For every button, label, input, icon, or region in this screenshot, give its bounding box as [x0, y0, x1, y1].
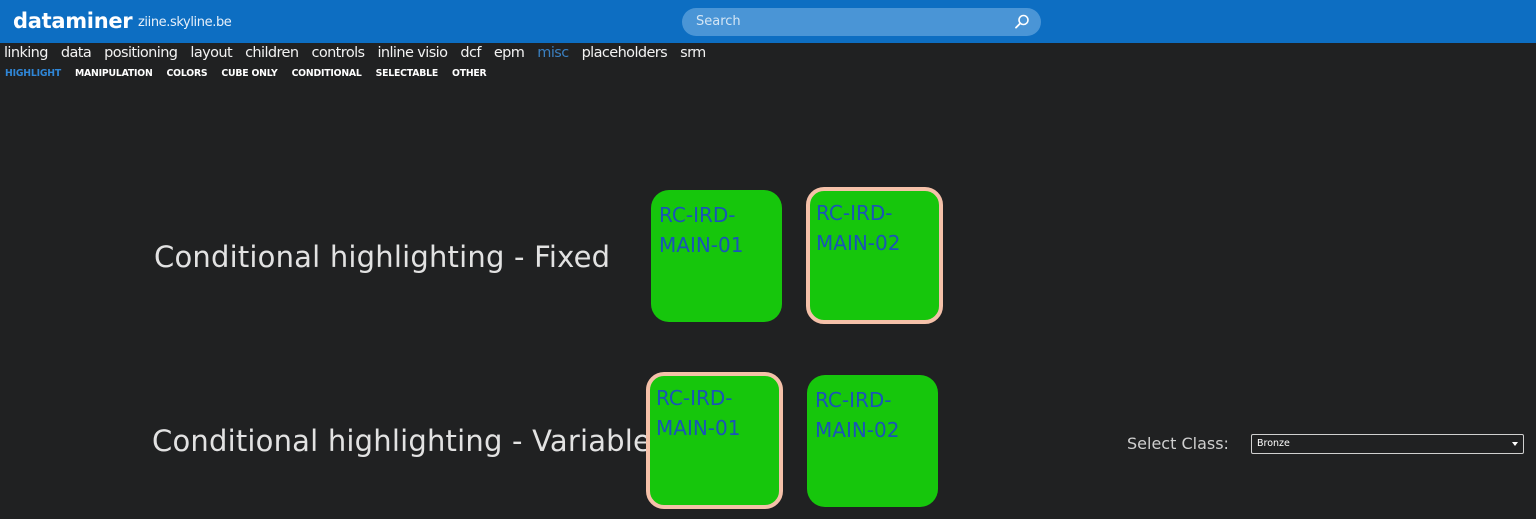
- subnav-highlight[interactable]: HIGHLIGHT: [5, 68, 61, 79]
- nav-epm[interactable]: epm: [493, 45, 525, 61]
- chevron-down-icon[interactable]: [1512, 442, 1518, 446]
- fixed-element-card-2[interactable]: RC-IRD- MAIN-02: [806, 187, 943, 324]
- subnav-cube-only[interactable]: CUBE ONLY: [221, 68, 278, 79]
- host-name: ziine.skyline.be: [138, 15, 232, 30]
- search-icon[interactable]: [1013, 13, 1031, 31]
- nav-dcf[interactable]: dcf: [460, 45, 481, 61]
- subnav-selectable[interactable]: SELECTABLE: [375, 68, 439, 79]
- sub-nav: HIGHLIGHT MANIPULATION COLORS CUBE ONLY COND…: [5, 68, 501, 82]
- class-select[interactable]: Bronze: [1251, 434, 1524, 454]
- fixed-element-card-1[interactable]: RC-IRD- MAIN-01: [651, 190, 782, 322]
- search-box[interactable]: Search: [682, 8, 1041, 36]
- nav-children[interactable]: children: [245, 45, 299, 61]
- nav-placeholders[interactable]: placeholders: [581, 45, 668, 61]
- nav-data[interactable]: data: [60, 45, 92, 61]
- variable-row-label: Conditional highlighting - Variable: [152, 424, 652, 458]
- search-placeholder: Search: [696, 14, 741, 29]
- nav-positioning[interactable]: positioning: [104, 45, 178, 61]
- nav-inline-visio[interactable]: inline visio: [377, 45, 448, 61]
- nav-misc[interactable]: misc: [537, 45, 569, 61]
- nav-srm[interactable]: srm: [680, 45, 706, 61]
- nav-controls[interactable]: controls: [311, 45, 365, 61]
- brand-logo[interactable]: dataminer: [13, 9, 133, 33]
- nav-layout[interactable]: layout: [190, 45, 233, 61]
- subnav-conditional[interactable]: CONDITIONAL: [291, 68, 362, 79]
- subnav-colors[interactable]: COLORS: [166, 68, 208, 79]
- subnav-manipulation[interactable]: MANIPULATION: [75, 68, 153, 79]
- main-nav: linking data positioning layout children cont…: [4, 45, 719, 67]
- nav-linking[interactable]: linking: [4, 45, 48, 61]
- variable-element-card-2[interactable]: RC-IRD- MAIN-02: [807, 375, 938, 507]
- class-select-value: Bronze: [1257, 438, 1290, 449]
- fixed-row-label: Conditional highlighting - Fixed: [154, 240, 611, 274]
- variable-element-card-1[interactable]: RC-IRD- MAIN-01: [646, 372, 783, 509]
- top-bar: dataminer ziine.skyline.be Search: [0, 0, 1536, 43]
- subnav-other[interactable]: OTHER: [451, 68, 487, 79]
- select-class-label: Select Class:: [1127, 434, 1229, 453]
